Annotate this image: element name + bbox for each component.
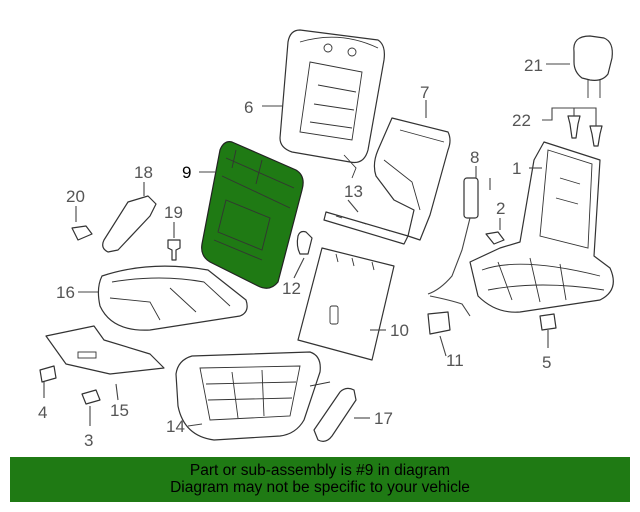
banner-line-disclaimer: Diagram may not be specific to your vehi… xyxy=(170,479,470,496)
part-4-trim-piece[interactable] xyxy=(39,365,57,383)
callout-22[interactable]: 22 xyxy=(512,111,531,130)
callout-21[interactable]: 21 xyxy=(524,56,543,75)
callout-19[interactable]: 19 xyxy=(164,203,183,222)
part-20-clip[interactable] xyxy=(71,225,93,241)
callout-7[interactable]: 7 xyxy=(420,83,429,102)
leader-lines xyxy=(43,63,597,427)
callout-1[interactable]: 1 xyxy=(512,159,521,178)
callout-14[interactable]: 14 xyxy=(166,417,185,436)
part-7-seat-back-pad[interactable] xyxy=(373,117,451,241)
part-1-seat-frame[interactable] xyxy=(469,141,614,313)
callout-13[interactable]: 13 xyxy=(344,182,363,201)
part-16-seat-cushion[interactable] xyxy=(97,265,248,331)
part-9-seat-back-cushion[interactable] xyxy=(201,141,304,289)
callout-6[interactable]: 6 xyxy=(244,98,253,117)
callout-2[interactable]: 2 xyxy=(496,199,505,218)
part-14-cushion-frame[interactable] xyxy=(175,351,331,441)
part-12-button[interactable] xyxy=(296,230,313,255)
part-10-back-panel[interactable] xyxy=(297,247,395,361)
part-5-bracket[interactable] xyxy=(539,313,557,331)
part-18-hinge-cover[interactable] xyxy=(102,195,157,253)
part-15-cushion-pad[interactable] xyxy=(45,325,165,375)
callout-15[interactable]: 15 xyxy=(110,401,129,420)
callout-11[interactable]: 11 xyxy=(446,351,464,370)
banner-line-part: Part or sub-assembly is #9 in diagram xyxy=(189,462,451,479)
callout-16[interactable]: 16 xyxy=(56,283,75,302)
callout-8[interactable]: 8 xyxy=(470,148,479,167)
part-11-latch[interactable] xyxy=(427,311,451,335)
callout-10[interactable]: 10 xyxy=(390,321,409,340)
part-2-clip[interactable] xyxy=(485,231,505,245)
callout-labels: 6 7 21 22 1 8 2 5 11 10 13 12 9 18 19 20… xyxy=(38,56,551,450)
part-22-headrest-guides[interactable] xyxy=(567,115,603,147)
callout-12[interactable]: 12 xyxy=(282,279,301,298)
part-17-side-trim[interactable] xyxy=(313,387,357,442)
part-13-trim-panel[interactable] xyxy=(323,211,409,245)
callout-3[interactable]: 3 xyxy=(84,431,93,450)
part-info-banner: Part or sub-assembly is #9 in diagram Di… xyxy=(10,457,630,502)
callout-9[interactable]: 9 xyxy=(182,163,191,182)
part-3-fastener[interactable] xyxy=(81,389,101,405)
callout-18[interactable]: 18 xyxy=(134,163,153,182)
part-8-wire-harness[interactable] xyxy=(427,177,491,317)
part-21-headrest[interactable] xyxy=(573,35,613,98)
callout-5[interactable]: 5 xyxy=(542,353,551,372)
callout-17[interactable]: 17 xyxy=(374,409,393,428)
callout-20[interactable]: 20 xyxy=(66,187,85,206)
part-6-seat-back-frame[interactable] xyxy=(279,29,385,179)
callout-4[interactable]: 4 xyxy=(38,403,47,422)
part-19-bolt[interactable] xyxy=(167,239,181,261)
